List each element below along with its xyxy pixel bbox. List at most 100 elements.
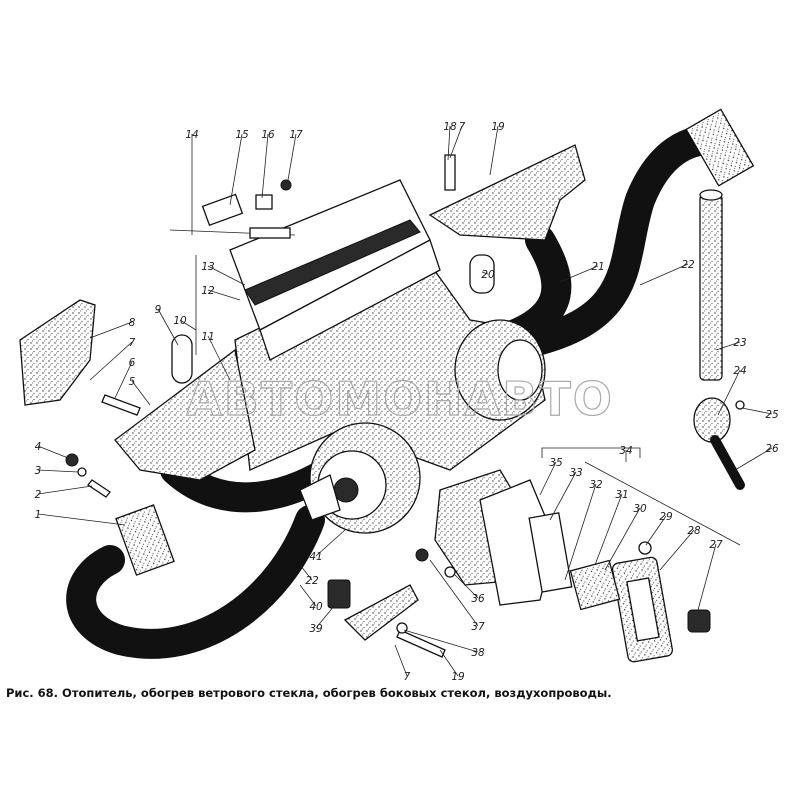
part-label-19: 19	[491, 121, 505, 133]
leader-line	[604, 507, 641, 571]
group-bracket-1	[541, 447, 641, 458]
valve-25	[693, 397, 731, 443]
hose-41	[66, 505, 325, 659]
hose-27	[710, 435, 745, 490]
leader-line	[549, 471, 577, 521]
leader-line	[37, 445, 69, 459]
part-label-26: 26	[765, 443, 779, 455]
part-32	[569, 559, 621, 611]
washer-39	[396, 622, 408, 634]
leader-line	[481, 271, 489, 275]
leader-line	[697, 543, 717, 611]
part-29-window	[626, 577, 660, 642]
part-label-30: 30	[633, 503, 647, 515]
part-label-19: 19	[451, 671, 465, 683]
tensioner-16	[249, 227, 291, 239]
part-label-23: 23	[733, 337, 746, 349]
leader-line	[559, 265, 599, 283]
part-label-28: 28	[687, 525, 701, 537]
nozzle-36	[434, 469, 556, 606]
leader-line	[454, 574, 479, 599]
leader-line	[639, 263, 689, 286]
leader-line	[449, 125, 463, 159]
part-label-2: 2	[35, 489, 42, 501]
leader-line	[229, 133, 243, 206]
blower-motor	[299, 422, 421, 534]
leader-line	[645, 515, 667, 546]
part-label-4: 4	[35, 441, 42, 453]
part-label-8: 8	[129, 317, 136, 329]
leader-line	[207, 289, 241, 301]
leader-line	[299, 584, 317, 607]
leader-line	[89, 341, 133, 381]
part-label-17: 17	[289, 129, 303, 141]
leader-line	[287, 133, 297, 181]
plate-17	[255, 194, 273, 210]
part-label-7: 7	[129, 337, 136, 349]
leader-line	[37, 469, 79, 473]
grommet-9	[171, 334, 193, 384]
leader-line	[179, 319, 197, 331]
part-label-22: 22	[305, 575, 319, 587]
part-30	[638, 541, 652, 555]
leader-line	[37, 485, 93, 495]
figure-caption: Рис. 68. Отопитель, обогрев ветрового ст…	[6, 686, 612, 700]
part-label-5: 5	[129, 376, 136, 388]
leader-line	[429, 559, 479, 627]
part-label-39: 39	[309, 623, 323, 635]
part-label-11: 11	[201, 331, 214, 343]
leader-line	[207, 265, 246, 286]
part-label-10: 10	[173, 315, 187, 327]
nut-38	[415, 548, 429, 562]
part-label-35: 35	[549, 457, 563, 469]
mount-40	[327, 579, 351, 609]
part-label-36: 36	[471, 593, 485, 605]
part-label-24: 24	[733, 365, 746, 377]
left-duct	[114, 348, 256, 481]
bracket-15	[201, 193, 244, 227]
part-label-1: 1	[35, 509, 42, 521]
part-label-16: 16	[261, 129, 275, 141]
washer-3	[77, 467, 87, 477]
part-label-27: 27	[709, 539, 723, 551]
hose-23	[505, 125, 725, 360]
leader-line	[715, 341, 741, 351]
part-34	[528, 512, 573, 593]
part-label-22: 22	[681, 259, 695, 271]
leader-line	[447, 125, 451, 161]
leader-line	[659, 529, 695, 571]
leader-line	[207, 335, 231, 381]
leader-line	[564, 483, 597, 581]
part-label-40: 40	[309, 601, 323, 613]
leader-line	[157, 308, 179, 346]
bolt-6	[101, 394, 141, 416]
leader-line	[489, 125, 499, 176]
part-label-20: 20	[481, 269, 495, 281]
part-label-31: 31	[615, 489, 628, 501]
part-label-29: 29	[659, 511, 673, 523]
leader-line	[131, 380, 151, 406]
part-label-15: 15	[235, 129, 249, 141]
part-label-21: 21	[591, 261, 604, 273]
washer-37	[444, 566, 456, 578]
leader-line	[89, 321, 133, 339]
bracket-8	[19, 299, 96, 406]
leader-line	[734, 447, 773, 471]
leader-line	[741, 407, 773, 415]
part-label-12: 12	[201, 285, 215, 297]
nozzle-1	[115, 504, 175, 576]
part-label-13: 13	[201, 261, 214, 273]
washer-4	[65, 453, 79, 467]
part-label-14: 14	[185, 129, 198, 141]
part-label-18: 18	[443, 121, 457, 133]
leader-line	[299, 564, 313, 581]
part-label-32: 32	[589, 479, 603, 491]
part-label-9: 9	[155, 304, 162, 316]
part-label-37: 37	[471, 621, 485, 633]
part-label-6: 6	[129, 357, 136, 369]
leader-line	[394, 644, 408, 677]
leader-line	[114, 361, 133, 399]
part-label-34: 34	[619, 445, 632, 457]
nut-18	[280, 179, 292, 191]
